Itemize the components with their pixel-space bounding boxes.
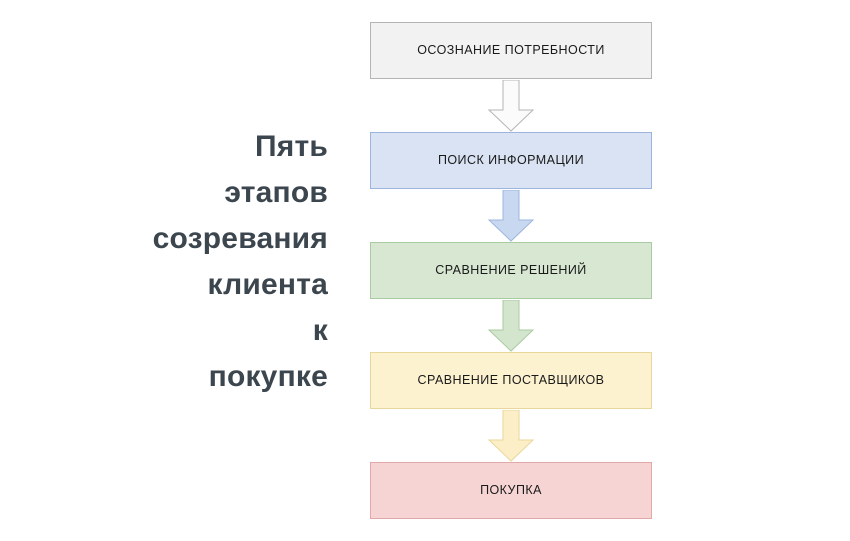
- flow-step-label: ОСОЗНАНИЕ ПОТРЕБНОСТИ: [417, 42, 605, 57]
- arrow-down-icon: [488, 300, 534, 352]
- flow-step-awareness[interactable]: ОСОЗНАНИЕ ПОТРЕБНОСТИ: [370, 22, 652, 79]
- connector-arrow-3: [488, 300, 534, 352]
- flow-step-label: ПОИСК ИНФОРМАЦИИ: [437, 152, 585, 167]
- flow-step-label: СРАВНЕНИЕ РЕШЕНИЙ: [435, 262, 587, 277]
- connector-arrow-2: [488, 190, 534, 242]
- arrow-down-icon: [488, 190, 534, 242]
- flow-step-label: ПОКУПКА: [480, 482, 542, 497]
- flow-step-purchase[interactable]: ПОКУПКА: [370, 462, 652, 519]
- arrow-down-icon: [488, 80, 534, 132]
- flow-step-information-search[interactable]: ПОИСК ИНФОРМАЦИИ: [370, 132, 652, 189]
- flow-step-label: СРАВНЕНИЕ ПОСТАВЩИКОВ: [417, 372, 605, 387]
- connector-arrow-4: [488, 410, 534, 462]
- flow-step-supplier-comparison[interactable]: СРАВНЕНИЕ ПОСТАВЩИКОВ: [370, 352, 652, 409]
- arrow-down-icon: [488, 410, 534, 462]
- diagram-title: Пять этапов созревания клиента к покупке: [152, 130, 328, 393]
- flow-step-solution-comparison[interactable]: СРАВНЕНИЕ РЕШЕНИЙ: [370, 242, 652, 299]
- connector-arrow-1: [488, 80, 534, 132]
